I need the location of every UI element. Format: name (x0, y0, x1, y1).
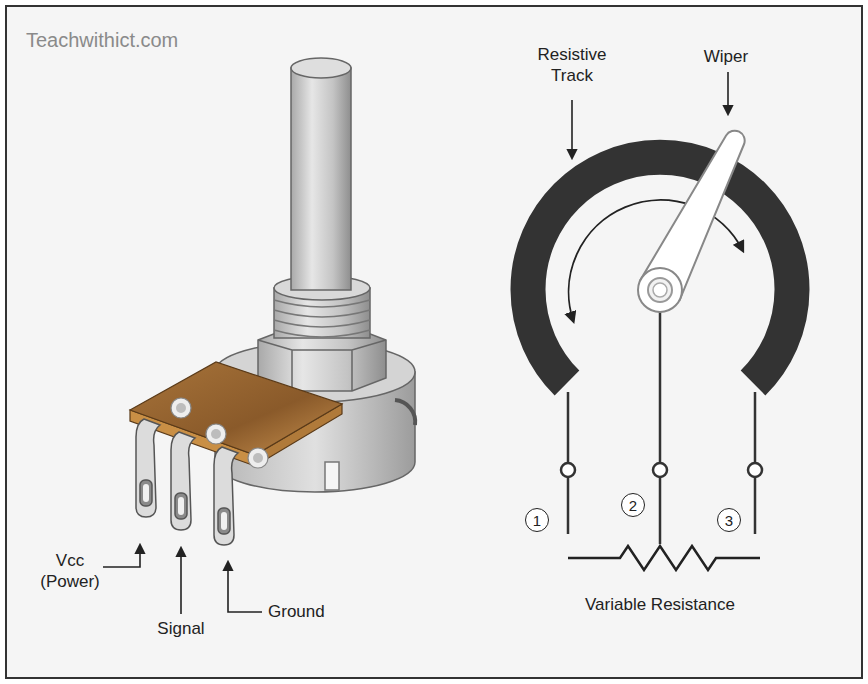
callout-number: 1 (525, 508, 549, 532)
resistor-symbol (568, 546, 760, 570)
wiper (638, 131, 745, 312)
part-name: Variable Resistance (545, 594, 775, 615)
watermark: Teachwithict.com (26, 30, 266, 51)
callout-text: 2 (629, 498, 637, 513)
part-name: Resistive Track (526, 44, 618, 86)
callout-number: 3 (717, 508, 741, 532)
terminal-pins (136, 419, 238, 545)
pin-name: Vcc (Power) (33, 550, 107, 592)
callout-number: 2 (621, 493, 645, 517)
part-name: Wiper (686, 46, 766, 67)
callout-text: 1 (533, 513, 541, 528)
pin-name: Ground (268, 601, 358, 622)
pin-name: Signal (136, 618, 226, 639)
terminal-leads (561, 300, 762, 544)
frame (6, 6, 862, 678)
callout-text: 3 (725, 513, 733, 528)
